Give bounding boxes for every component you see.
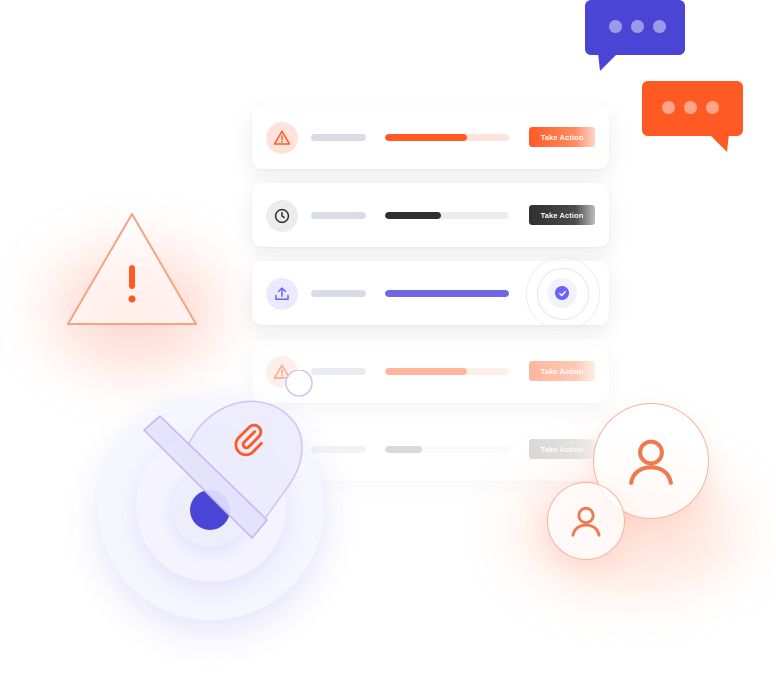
take-action-button[interactable]: Take Action xyxy=(529,361,595,381)
user-icon xyxy=(571,506,601,537)
task-card-2: Take Action xyxy=(252,183,609,247)
user-icon xyxy=(629,439,673,485)
warning-triangle-icon xyxy=(67,213,197,325)
task-card-4: Take Action xyxy=(252,339,609,403)
progress-bar xyxy=(385,212,509,219)
title-placeholder xyxy=(311,134,366,141)
paperclip-icon xyxy=(234,423,263,457)
take-action-button[interactable]: Take Action xyxy=(529,205,595,225)
progress-bar xyxy=(385,290,509,297)
title-placeholder xyxy=(311,446,366,453)
completed-status xyxy=(526,257,600,331)
progress-bar xyxy=(385,368,509,375)
user-avatar-large xyxy=(593,403,709,519)
bell-icon xyxy=(142,370,313,540)
chat-bubble-orange xyxy=(642,81,743,136)
upload-icon xyxy=(266,278,298,310)
typing-dots-icon xyxy=(662,101,675,114)
progress-fill xyxy=(385,134,467,141)
clock-icon xyxy=(266,200,298,232)
progress-fill xyxy=(385,446,423,453)
title-placeholder xyxy=(311,290,366,297)
progress-bar xyxy=(385,134,509,141)
typing-dots-icon xyxy=(609,20,622,33)
check-icon xyxy=(555,286,569,300)
chat-bubble-purple-tail xyxy=(598,53,618,71)
chat-bubble-orange-tail xyxy=(709,134,729,152)
user-avatar-small xyxy=(547,482,625,560)
progress-fill xyxy=(385,212,441,219)
progress-fill xyxy=(385,290,509,297)
take-action-button[interactable]: Take Action xyxy=(529,439,595,459)
progress-bar xyxy=(385,446,509,453)
progress-fill xyxy=(385,368,467,375)
take-action-button[interactable]: Take Action xyxy=(529,127,595,147)
task-card-1: Take Action xyxy=(252,105,609,169)
chat-bubble-purple xyxy=(585,0,685,55)
task-card-3 xyxy=(252,257,609,331)
warning-icon xyxy=(266,122,298,154)
title-placeholder xyxy=(311,212,366,219)
title-placeholder xyxy=(311,368,366,375)
